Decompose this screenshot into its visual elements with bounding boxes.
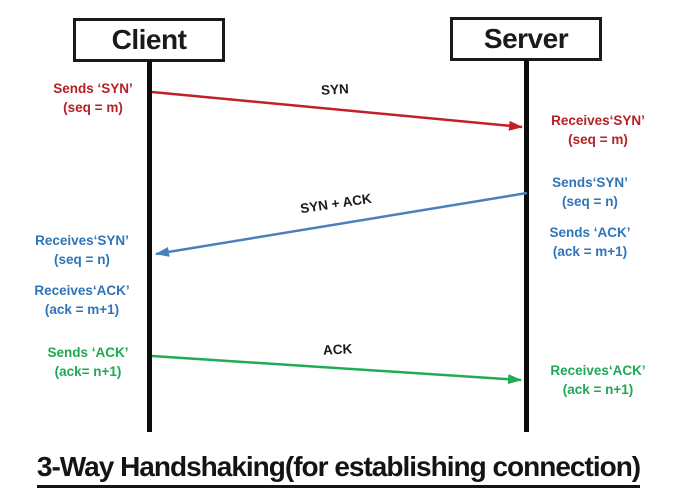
syn-ack-arrow-label: SYN + ACK — [299, 190, 373, 217]
server-note-receives-syn: Receives‘SYN’ (seq = m) — [532, 111, 664, 149]
note-line2: (ack = m+1) — [44, 302, 120, 317]
note-line1: Receives‘SYN’ — [35, 233, 129, 248]
note-line2: (seq = n) — [562, 194, 618, 209]
note-line2: (ack = n+1) — [562, 382, 634, 397]
syn-arrow-label: SYN — [320, 81, 350, 98]
server-actor-box: Server — [450, 17, 602, 61]
server-note-sends-ack: Sends ‘ACK’ (ack = m+1) — [524, 223, 656, 261]
server-actor-label: Server — [483, 23, 569, 54]
note-line1: Sends ‘ACK’ — [47, 345, 129, 360]
ack-arrow-label: ACK — [322, 341, 353, 358]
syn-arrow — [151, 90, 523, 131]
client-actor-label: Client — [111, 24, 187, 55]
server-note-sends-syn: Sends‘SYN’ (seq = n) — [524, 173, 656, 211]
client-note-sends-syn: Sends ‘SYN’ (seq = m) — [27, 79, 159, 117]
client-note-sends-ack: Sends ‘ACK’ (ack= n+1) — [22, 343, 154, 381]
diagram-caption-text: 3-Way Handshaking(for establishing conne… — [36, 451, 641, 488]
client-note-receives-syn: Receives‘SYN’ (seq = n) — [16, 231, 148, 269]
note-line1: Sends ‘ACK’ — [549, 225, 631, 240]
diagram-caption: 3-Way Handshaking(for establishing conne… — [0, 451, 677, 488]
client-note-receives-ack: Receives‘ACK’ (ack = m+1) — [16, 281, 148, 319]
server-note-receives-ack: Receives‘ACK’ (ack = n+1) — [532, 361, 664, 399]
note-line1: Sends‘SYN’ — [552, 175, 628, 190]
note-line2: (seq = n) — [54, 252, 110, 267]
note-line1: Receives‘ACK’ — [34, 283, 130, 298]
note-line1: Receives‘SYN’ — [551, 113, 645, 128]
ack-arrow — [151, 354, 522, 385]
note-line2: (seq = m) — [568, 132, 628, 147]
note-line2: (ack= n+1) — [54, 364, 122, 379]
client-actor-box: Client — [73, 18, 225, 62]
note-line1: Sends ‘SYN’ — [53, 81, 133, 96]
note-line2: (seq = m) — [63, 100, 123, 115]
note-line1: Receives‘ACK’ — [550, 363, 646, 378]
client-lifeline — [147, 60, 152, 432]
note-line2: (ack = m+1) — [552, 244, 628, 259]
